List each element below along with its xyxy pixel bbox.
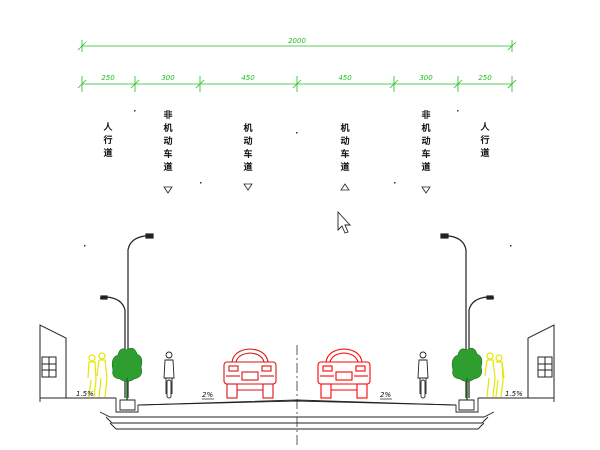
svg-text:车: 车 [243, 148, 252, 160]
lane-label-motor-lane-left: 机 动 车 道 [243, 122, 252, 173]
svg-text:机: 机 [163, 122, 172, 134]
svg-text:道: 道 [243, 161, 252, 173]
svg-text:道: 道 [480, 147, 489, 159]
lane-label-sidewalk-right: 人 行 道 [479, 121, 490, 159]
pedestrians-left [87, 352, 108, 398]
triangle-down-icon [421, 186, 431, 194]
svg-text:人: 人 [479, 121, 490, 133]
segment-width-dimension: 300 [161, 74, 175, 82]
triangle-down-icon [163, 186, 173, 194]
svg-text:动: 动 [163, 136, 172, 147]
dimension-lines [77, 40, 517, 92]
segment-width-dimension: 250 [101, 74, 115, 82]
svg-text:机: 机 [243, 122, 252, 134]
svg-text:非: 非 [163, 109, 172, 121]
svg-text:动: 动 [340, 136, 349, 147]
svg-text:行: 行 [102, 134, 112, 146]
svg-text:非: 非 [421, 109, 430, 121]
arrow-cursor-icon [337, 210, 352, 234]
svg-text:动: 动 [243, 136, 252, 147]
road-surface [39, 397, 555, 430]
segment-width-dimension: 450 [338, 74, 352, 82]
tree-left [111, 347, 143, 400]
svg-text:道: 道 [103, 147, 112, 159]
svg-text:车: 车 [163, 148, 172, 160]
slope-label: 2% [380, 391, 391, 399]
street-lamp-right [440, 233, 495, 398]
lane-label-bike-lane-right: 非 机 动 车 道 [421, 109, 430, 173]
lane-label-bike-lane-left: 非 机 动 车 道 [163, 109, 172, 173]
segment-width-dimension: 300 [419, 74, 433, 82]
triangle-up-icon [340, 183, 350, 191]
vehicle-right [317, 348, 371, 399]
svg-text:车: 车 [340, 148, 349, 160]
building-right [527, 324, 555, 398]
svg-text:道: 道 [163, 161, 172, 173]
svg-text:道: 道 [340, 161, 349, 173]
building-left [39, 324, 67, 398]
slope-label: 2% [202, 391, 213, 399]
segment-width-dimension: 450 [241, 74, 255, 82]
street-lamp-left [99, 233, 154, 398]
slope-label: 1.5% [76, 390, 94, 398]
lane-label-sidewalk-left: 人 行 道 [102, 121, 113, 159]
svg-text:行: 行 [479, 134, 489, 146]
svg-text:人: 人 [102, 121, 113, 133]
slope-label: 1.5% [505, 390, 523, 398]
svg-text:道: 道 [421, 161, 430, 173]
lane-label-motor-lane-right: 机 动 车 道 [340, 122, 349, 173]
svg-text:机: 机 [421, 122, 430, 134]
cyclist-left [163, 351, 175, 399]
svg-text:机: 机 [340, 122, 349, 134]
marker-dots [84, 110, 512, 247]
cyclist-right [417, 351, 429, 399]
tree-right [451, 347, 483, 400]
pedestrians-right [484, 352, 505, 398]
segment-width-dimension: 250 [478, 74, 492, 82]
svg-text:动: 动 [421, 136, 430, 147]
vehicle-left [223, 348, 277, 399]
svg-text:车: 车 [421, 148, 430, 160]
triangle-down-icon [243, 183, 253, 191]
total-width-dimension: 2000 [288, 37, 306, 45]
